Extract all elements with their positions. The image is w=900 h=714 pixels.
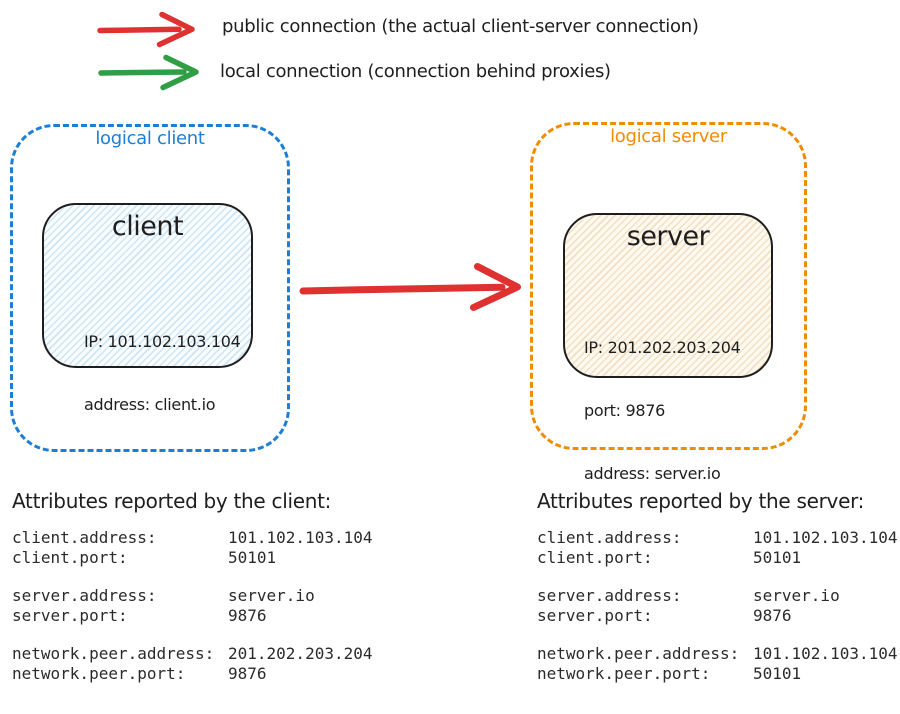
table-row: server.address: server.io	[12, 586, 373, 606]
attr-key: network.peer.port:	[12, 664, 186, 683]
public-connection-arrow-icon	[97, 11, 195, 48]
server-node-title: server	[626, 221, 710, 252]
attr-value: 9876	[228, 606, 267, 625]
table-row: network.peer.port: 9876	[12, 664, 373, 684]
attr-key: client.address:	[12, 528, 157, 547]
connection-arrow-head	[470, 263, 521, 311]
table-row: server.port: 9876	[12, 606, 373, 626]
attr-value: 9876	[753, 606, 792, 625]
attr-key: client.port:	[537, 548, 653, 567]
server-ip-line: IP: 201.202.203.204	[584, 338, 741, 357]
logical-client-label: logical client	[95, 128, 205, 149]
table-row: network.peer.address: 101.102.103.104	[537, 644, 898, 664]
client-attributes-table: client.address: 101.102.103.104 client.p…	[12, 528, 373, 684]
attr-value: server.io	[228, 586, 315, 605]
table-row: client.address: 101.102.103.104	[12, 528, 373, 548]
attr-value: 101.102.103.104	[753, 528, 898, 547]
public-arrow-head	[156, 11, 195, 48]
attr-key: client.port:	[12, 548, 128, 567]
client-server-connection-arrow	[299, 263, 521, 311]
table-row: network.peer.address: 201.202.203.204	[12, 644, 373, 664]
attr-key: client.address:	[537, 528, 682, 547]
attr-value: 101.102.103.104	[228, 528, 373, 547]
attr-value: 50101	[753, 664, 802, 683]
public-arrow-shaft	[97, 26, 182, 34]
server-attributes-title: Attributes reported by the server:	[537, 489, 865, 513]
connection-arrow-shaft	[299, 283, 506, 295]
attr-key: server.address:	[12, 586, 157, 605]
legend-local-connection-label: local connection (connection behind prox…	[220, 61, 611, 82]
attr-value: 9876	[228, 664, 267, 683]
local-arrow-shaft	[98, 69, 187, 76]
local-arrow-head	[160, 54, 199, 91]
table-row: client.port: 50101	[12, 548, 373, 568]
attr-key: server.port:	[537, 606, 653, 625]
logical-server-label: logical server	[610, 126, 727, 147]
legend-public-connection-label: public connection (the actual client-ser…	[222, 16, 699, 37]
logical-client-boundary	[10, 124, 290, 452]
table-row: network.peer.port: 50101	[537, 664, 898, 684]
local-connection-arrow-icon	[98, 54, 199, 91]
client-ip-line: IP: 101.102.103.104	[84, 332, 241, 351]
table-row: client.address: 101.102.103.104	[537, 528, 898, 548]
table-row: server.address: server.io	[537, 586, 898, 606]
attr-value: 50101	[753, 548, 802, 567]
table-row: server.port: 9876	[537, 606, 898, 626]
client-node	[42, 203, 253, 368]
attr-key: network.peer.port:	[537, 664, 711, 683]
server-node-details: IP: 201.202.203.204 port: 9876 address: …	[584, 295, 741, 526]
server-node	[563, 213, 773, 378]
attr-value: 101.102.103.104	[753, 644, 898, 663]
attr-key: server.port:	[12, 606, 128, 625]
attr-value: server.io	[753, 586, 840, 605]
attr-value: 50101	[228, 548, 277, 567]
client-node-title: client	[111, 211, 184, 242]
server-port-line: port: 9876	[584, 401, 665, 420]
table-row: client.port: 50101	[537, 548, 898, 568]
logical-server-boundary	[530, 122, 807, 450]
client-attributes-title: Attributes reported by the client:	[12, 489, 332, 513]
server-attributes-table: client.address: 101.102.103.104 client.p…	[537, 528, 898, 684]
client-node-details: IP: 101.102.103.104 address: client.io	[84, 289, 241, 457]
server-address-line: address: server.io	[584, 464, 721, 483]
attr-value: 201.202.203.204	[228, 644, 373, 663]
attr-key: server.address:	[537, 586, 682, 605]
attr-key: network.peer.address:	[12, 644, 215, 663]
attr-key: network.peer.address:	[537, 644, 740, 663]
client-address-line: address: client.io	[84, 395, 216, 414]
